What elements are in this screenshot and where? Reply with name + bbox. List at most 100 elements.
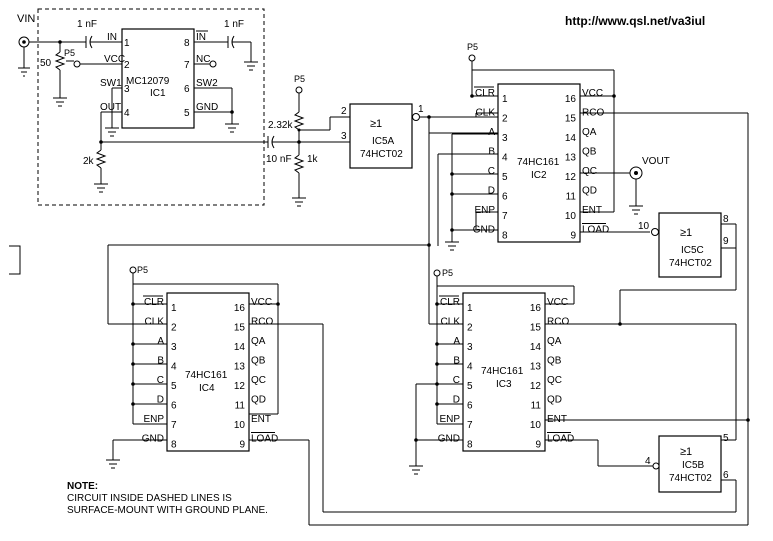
ic1-pin-in: IN <box>107 32 117 43</box>
ic3-pin-label-d: D <box>453 395 460 406</box>
ic4-pin-label-clk: CLK <box>145 317 165 328</box>
source-url[interactable]: http://www.qsl.net/va3iul <box>565 14 705 28</box>
ic3-pin-16: 16 <box>530 303 542 314</box>
ic2-pin-5: 5 <box>502 172 508 183</box>
ic4-pin-label-gnd: GND <box>142 434 164 445</box>
ic2-pin-4: 4 <box>502 153 508 164</box>
ic5c-pin10: 10 <box>638 221 650 232</box>
ic3-pin-6: 6 <box>467 401 473 412</box>
ic2-part: 74HC161 <box>517 157 560 168</box>
ic1-pin7: 7 <box>184 60 190 71</box>
clock-bus <box>107 117 498 325</box>
ic3-counter: 74HC161 IC3 1CLR16VCC2CLK15RCO3A14QA4B13… <box>438 292 574 452</box>
ic4-pin-label-vcc: VCC <box>251 297 272 308</box>
ic5c-ref: IC5C <box>681 245 704 256</box>
ic1-pin4: 4 <box>124 108 130 119</box>
ic1-pin-in-bar: IN <box>196 32 206 43</box>
ic5a-pin2: 2 <box>341 106 347 117</box>
ic5a-part: 74HCT02 <box>360 149 403 160</box>
ic4-wiring: P5 <box>106 265 748 526</box>
ic3-pin-label-qc: QC <box>547 375 562 386</box>
ic5c-symbol: ≥1 <box>680 227 692 239</box>
ic3-ref: IC3 <box>496 379 512 390</box>
ic2-pin-label-d: D <box>488 186 495 197</box>
ic2-pin-label-clr: CLR <box>475 88 495 99</box>
ic3-pin-label-c: C <box>453 375 460 386</box>
ic4-pin-label-ent: ENT <box>251 414 271 425</box>
note-title: NOTE: <box>67 481 98 492</box>
ic2-ref: IC2 <box>531 170 547 181</box>
ic5b-symbol: ≥1 <box>680 446 692 458</box>
r50-trimmer: 50 P5 <box>40 40 122 107</box>
ic2-pin-13: 13 <box>565 153 577 164</box>
ic4-pin-6: 6 <box>171 401 177 412</box>
ic4-pin-14: 14 <box>234 342 246 353</box>
ic2-pin-15: 15 <box>565 114 577 125</box>
ic2-pin-9: 9 <box>570 231 576 242</box>
ic4-pin-label-d: D <box>157 395 164 406</box>
ic2-pin-label-c: C <box>488 166 495 177</box>
ic4-pin-label-qb: QB <box>251 356 266 367</box>
ic3-pin-12: 12 <box>530 381 542 392</box>
out-to-coupling: 10 nF <box>101 135 299 165</box>
ic4-pin-10: 10 <box>234 420 246 431</box>
r50-value: 50 <box>40 58 52 69</box>
ic2-pin-label-qd: QD <box>582 186 597 197</box>
ic3-pin-4: 4 <box>467 362 473 373</box>
ic3-pin-label-vcc: VCC <box>547 297 568 308</box>
ic4-pin-label-qa: QA <box>251 336 266 347</box>
ic2-pin-3: 3 <box>502 133 508 144</box>
ic5b-ref: IC5B <box>682 460 705 471</box>
ic2-pin-14: 14 <box>565 133 577 144</box>
ic2-pin-label-qb: QB <box>582 147 597 158</box>
ic5b-part: 74HCT02 <box>669 473 712 484</box>
bias-divider: P5 2.32k 1k <box>268 74 350 207</box>
ic5a-symbol: ≥1 <box>370 118 382 130</box>
c-1nf-in: 1 nF <box>77 19 122 49</box>
ic5a-pin3: 3 <box>341 131 347 142</box>
ic4-pin-label-c: C <box>157 375 164 386</box>
ic3-pin-14: 14 <box>530 342 542 353</box>
ic1-pin-vcc: VCC <box>104 54 125 65</box>
ic4-part: 74HC161 <box>185 370 228 381</box>
ic3-part: 74HC161 <box>481 366 524 377</box>
ic2-pin-label-enp: ENP <box>474 205 495 216</box>
ic1-pin2: 2 <box>124 60 130 71</box>
ic3-pin-label-b: B <box>453 356 460 367</box>
vin-input: VIN <box>17 13 86 77</box>
ic1-pin8: 8 <box>184 38 190 49</box>
note-line1: CIRCUIT INSIDE DASHED LINES IS <box>67 493 232 504</box>
vout-label: VOUT <box>642 156 670 167</box>
ic4-pin-16: 16 <box>234 303 246 314</box>
ic5c-part: 74HCT02 <box>669 258 712 269</box>
ic1-pin3: 3 <box>124 84 130 95</box>
ic2-pin-label-vcc: VCC <box>582 88 603 99</box>
ic2-pin-1: 1 <box>502 94 508 105</box>
ic3-pin-label-rco: RCO <box>547 317 569 328</box>
ic2-pin-11: 11 <box>566 192 577 203</box>
ic2-pin-10: 10 <box>565 211 577 222</box>
ic3-pin-label-clr: CLR <box>440 297 460 308</box>
ic4-pin-11: 11 <box>235 401 246 412</box>
r2k-value: 2k <box>83 156 95 167</box>
ic5a-ref: IC5A <box>372 136 395 147</box>
p5-label-ic2: P5 <box>467 42 478 52</box>
ic4-pin-label-clr: CLR <box>144 297 164 308</box>
ic2-wiring: VOUT <box>437 96 749 525</box>
ic3-pin-label-clk: CLK <box>441 317 461 328</box>
ic4-pin-label-enp: ENP <box>143 414 164 425</box>
ic2-counter: 74HC161 IC2 1CLR16VCC2CLK15RCO3A14QA4B13… <box>473 83 609 243</box>
ic3-pin-13: 13 <box>530 362 542 373</box>
p5-label-ic3: P5 <box>442 268 453 278</box>
ic2-pin-16: 16 <box>565 94 577 105</box>
ic4-pin-label-a: A <box>157 336 164 347</box>
ic3-pin-1: 1 <box>467 303 473 314</box>
ic4-pin-2: 2 <box>171 323 177 334</box>
ic3-pin-9: 9 <box>535 440 541 451</box>
ic4-pin-3: 3 <box>171 342 177 353</box>
ic4-pin-9: 9 <box>239 440 245 451</box>
ic4-pin-12: 12 <box>234 381 246 392</box>
ic5b-pin6: 6 <box>723 470 729 481</box>
ic5c-pin9: 9 <box>723 236 729 247</box>
